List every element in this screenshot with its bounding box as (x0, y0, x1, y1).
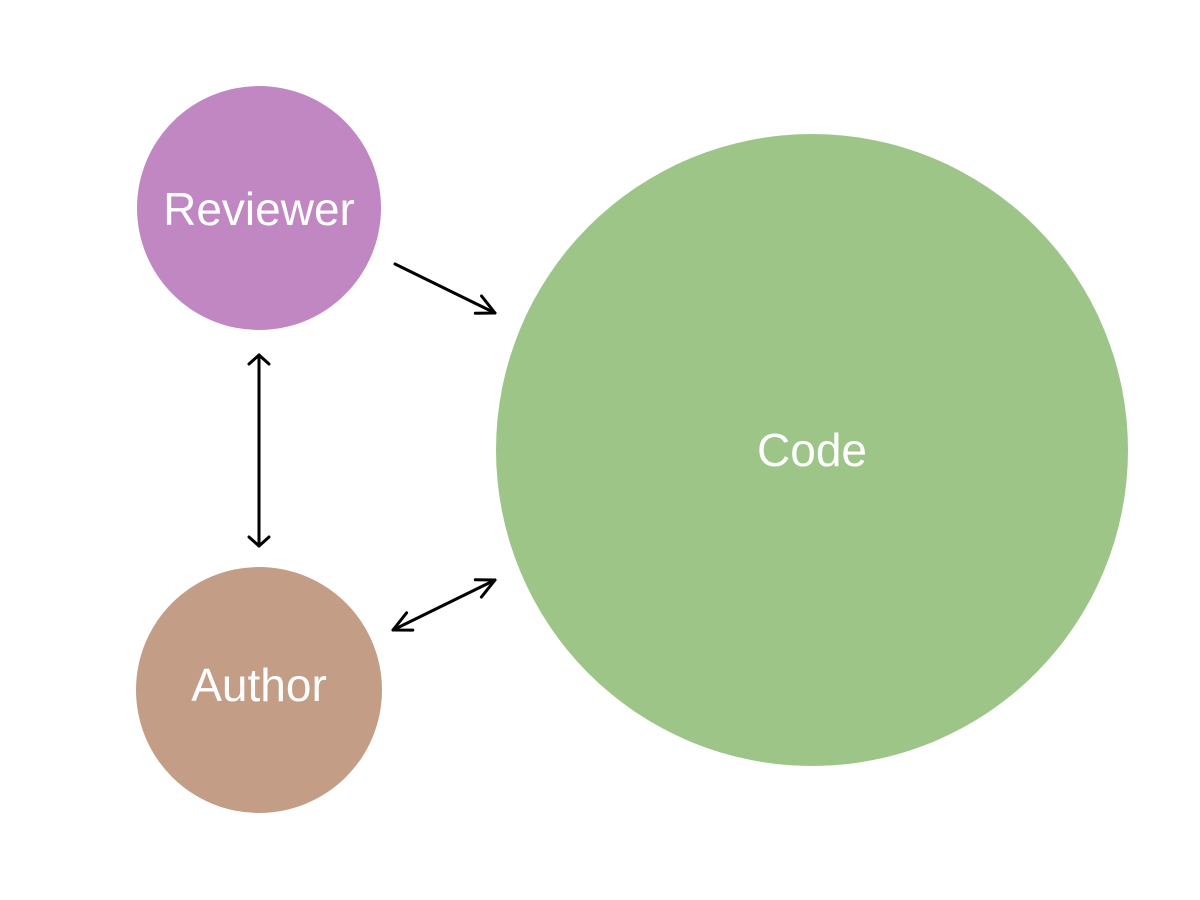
reviewer-node: Reviewer (137, 86, 381, 330)
edge-author-code (391, 578, 497, 632)
arrowhead-icon (247, 353, 271, 366)
reviewer-circle (137, 86, 381, 330)
arrowhead-icon (247, 535, 271, 548)
arrowhead-icon (473, 294, 497, 315)
code-label: Code (757, 424, 867, 476)
code-node: Code (496, 134, 1128, 766)
edge-reviewer-author (247, 353, 271, 548)
author-circle (136, 567, 382, 813)
code-circle (496, 134, 1128, 766)
author-node: Author (136, 567, 382, 813)
edge-line (391, 578, 497, 632)
reviewer-label: Reviewer (163, 183, 355, 235)
arrowhead-icon (391, 611, 415, 632)
edge-line (393, 262, 497, 315)
edge-reviewer-to-code (393, 262, 497, 315)
arrowhead-icon (473, 578, 497, 599)
author-label: Author (191, 659, 327, 711)
